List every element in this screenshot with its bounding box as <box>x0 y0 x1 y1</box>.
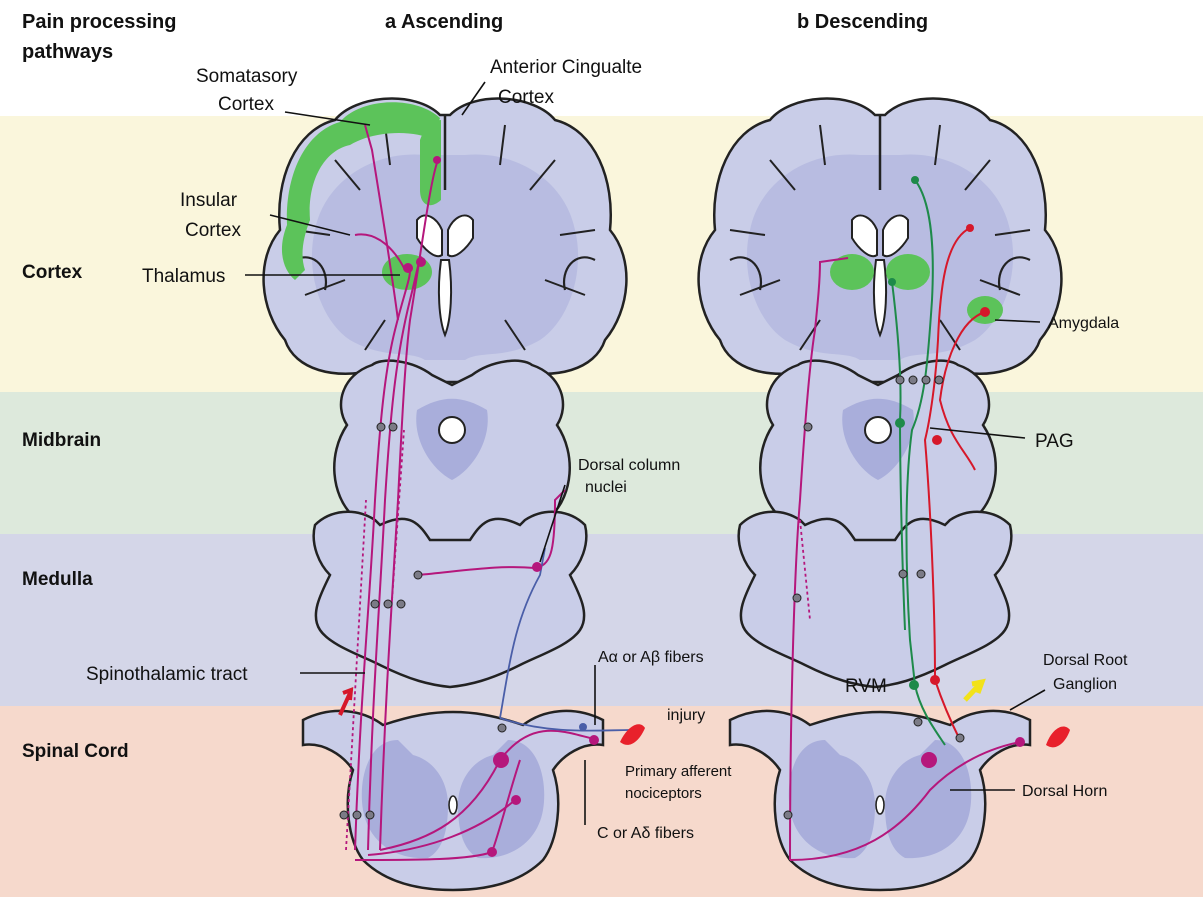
label-pan-2: nociceptors <box>625 785 702 802</box>
panel-a-heading: a Ascending <box>385 11 503 33</box>
label-amygdala: Amygdala <box>1048 315 1119 332</box>
label-acc-1: Anterior Cingualte <box>490 57 642 78</box>
panel-b-heading: b Descending <box>797 11 928 33</box>
label-somatosensory-2: Cortex <box>218 94 274 115</box>
band-label-midbrain: Midbrain <box>22 430 101 451</box>
label-thalamus: Thalamus <box>142 266 225 287</box>
a-beta-soma <box>579 723 587 731</box>
label-insular-2: Cortex <box>185 220 241 241</box>
brain-section-a <box>264 99 627 382</box>
label-drg-2: Ganglion <box>1053 676 1117 693</box>
label-rvm: RVM <box>845 676 887 697</box>
label-drg-1: Dorsal Root <box>1043 652 1128 669</box>
label-somatosensory-1: Somatasory <box>196 66 298 87</box>
label-c-fibers: C or Aδ fibers <box>597 825 694 842</box>
label-pan-1: Primary afferent <box>625 763 732 780</box>
label-dcn-1: Dorsal column <box>578 457 680 474</box>
label-dorsal-horn: Dorsal Horn <box>1022 783 1107 800</box>
label-insular-1: Insular <box>180 190 238 211</box>
label-pag: PAG <box>1035 431 1074 452</box>
band-label-medulla: Medulla <box>22 569 93 590</box>
figure-title-line2: pathways <box>22 41 113 63</box>
figure-title-line1: Pain processing <box>22 11 177 33</box>
label-acc-2: Cortex <box>498 87 554 108</box>
band-label-cortex: Cortex <box>22 262 83 283</box>
label-dcn-2: nuclei <box>585 479 627 496</box>
label-a-fibers: Aα or Aβ fibers <box>598 649 704 666</box>
band-label-spinal-cord: Spinal Cord <box>22 741 129 762</box>
label-stt: Spinothalamic tract <box>86 664 248 685</box>
label-injury: injury <box>667 707 705 724</box>
brain-section-b <box>699 99 1062 382</box>
